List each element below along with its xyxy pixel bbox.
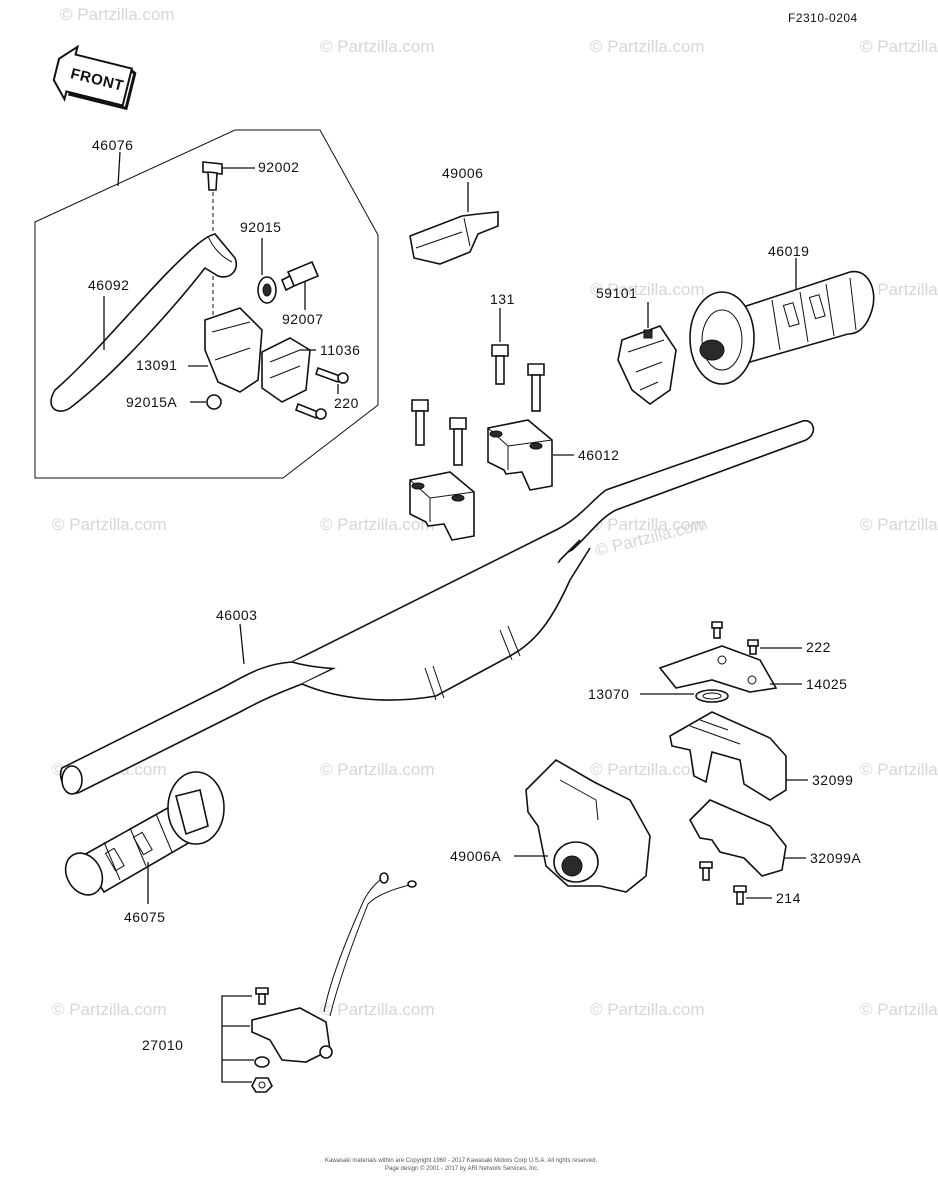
- part-label-46075: 46075: [124, 909, 165, 925]
- part-label-92015: 92015: [240, 219, 281, 235]
- copyright-line-2: Page design © 2001 - 2017 by ARI Network…: [385, 1165, 539, 1172]
- part-label-92015A: 92015A: [126, 394, 177, 410]
- watermark: © Partzilla.com: [860, 515, 938, 534]
- lever-cover-49006: [409, 211, 499, 265]
- watermark: © Partzilla.com: [860, 760, 938, 779]
- handlebar-46003: [59, 419, 815, 795]
- part-label-11036: 11036: [320, 342, 360, 358]
- part-label-46019: 46019: [768, 243, 809, 259]
- part-label-46076: 46076: [92, 137, 133, 153]
- nut-92015A: [206, 394, 222, 410]
- bolt-92002: [202, 161, 223, 191]
- diagram-code: F2310-0204: [788, 11, 858, 25]
- part-label-49006: 49006: [442, 165, 483, 181]
- watermark: © Partzilla.com: [590, 37, 705, 56]
- assembly-outline: [34, 129, 379, 479]
- part-label-220: 220: [334, 395, 359, 411]
- part-label-46003: 46003: [216, 607, 257, 623]
- watermark: © Partzilla.com: [860, 37, 938, 56]
- watermark: © Partzilla.com: [52, 1000, 167, 1019]
- handlebar-holder-46012: [409, 419, 553, 541]
- adjuster-92007: [280, 260, 320, 292]
- watermark: © Partzilla.com: [590, 760, 705, 779]
- watermark: © Partzilla.com: [590, 515, 705, 534]
- front-arrow: FRONT: [52, 44, 137, 111]
- part-label-27010: 27010: [142, 1037, 183, 1053]
- screw-220: [314, 366, 342, 384]
- part-label-46092: 46092: [88, 277, 129, 293]
- watermark: © Partzilla.com: [60, 5, 175, 24]
- clutch-lever-46092: [50, 233, 237, 412]
- switch-housing-group: [658, 621, 787, 905]
- throttle-cover-49006A: [525, 758, 651, 893]
- part-label-46012: 46012: [578, 447, 619, 463]
- watermark: © Partzilla.com: [860, 280, 938, 299]
- part-label-214: 214: [776, 890, 801, 906]
- watermark: © Partzilla.com: [52, 515, 167, 534]
- left-grip-46075: [64, 771, 225, 896]
- part-label-13070: 13070: [588, 686, 629, 702]
- part-label-49006A: 49006A: [450, 848, 501, 864]
- engine-stop-switch-27010: [251, 872, 417, 1093]
- clamp-11036: [261, 337, 311, 403]
- clutch-lever-assembly: 46076 92002 92015 92007 46092 13091: [34, 129, 379, 479]
- watermark: © Partzilla.com: [590, 1000, 705, 1019]
- part-label-13091: 13091: [136, 357, 177, 373]
- watermark: © Partzilla.com: [860, 1000, 938, 1019]
- part-label-92007: 92007: [282, 311, 323, 327]
- watermark-layer: © Partzilla.com © Partzilla.com © Partzi…: [52, 5, 938, 1019]
- part-label-59101: 59101: [596, 285, 637, 301]
- bolts-131: [411, 344, 545, 466]
- part-label-131: 131: [490, 291, 515, 307]
- part-label-14025: 14025: [806, 676, 847, 692]
- lever-holder-13091: [204, 307, 263, 393]
- watermark: © Partzilla.com: [320, 515, 435, 534]
- throttle-pulley-59101: [617, 325, 677, 405]
- watermark: © Partzilla.com: [590, 280, 705, 299]
- part-label-32099A: 32099A: [810, 850, 861, 866]
- part-label-32099: 32099: [812, 772, 853, 788]
- copyright-line-1: Kawasaki materials within are Copyright …: [325, 1158, 597, 1164]
- screw-220: [295, 402, 319, 420]
- watermark: © Partzilla.com: [320, 37, 435, 56]
- part-label-222: 222: [806, 639, 831, 655]
- part-label-92002: 92002: [258, 159, 299, 175]
- watermark: © Partzilla.com: [320, 1000, 435, 1019]
- watermark: © Partzilla.com: [320, 760, 435, 779]
- throttle-grip-46019: [689, 270, 875, 385]
